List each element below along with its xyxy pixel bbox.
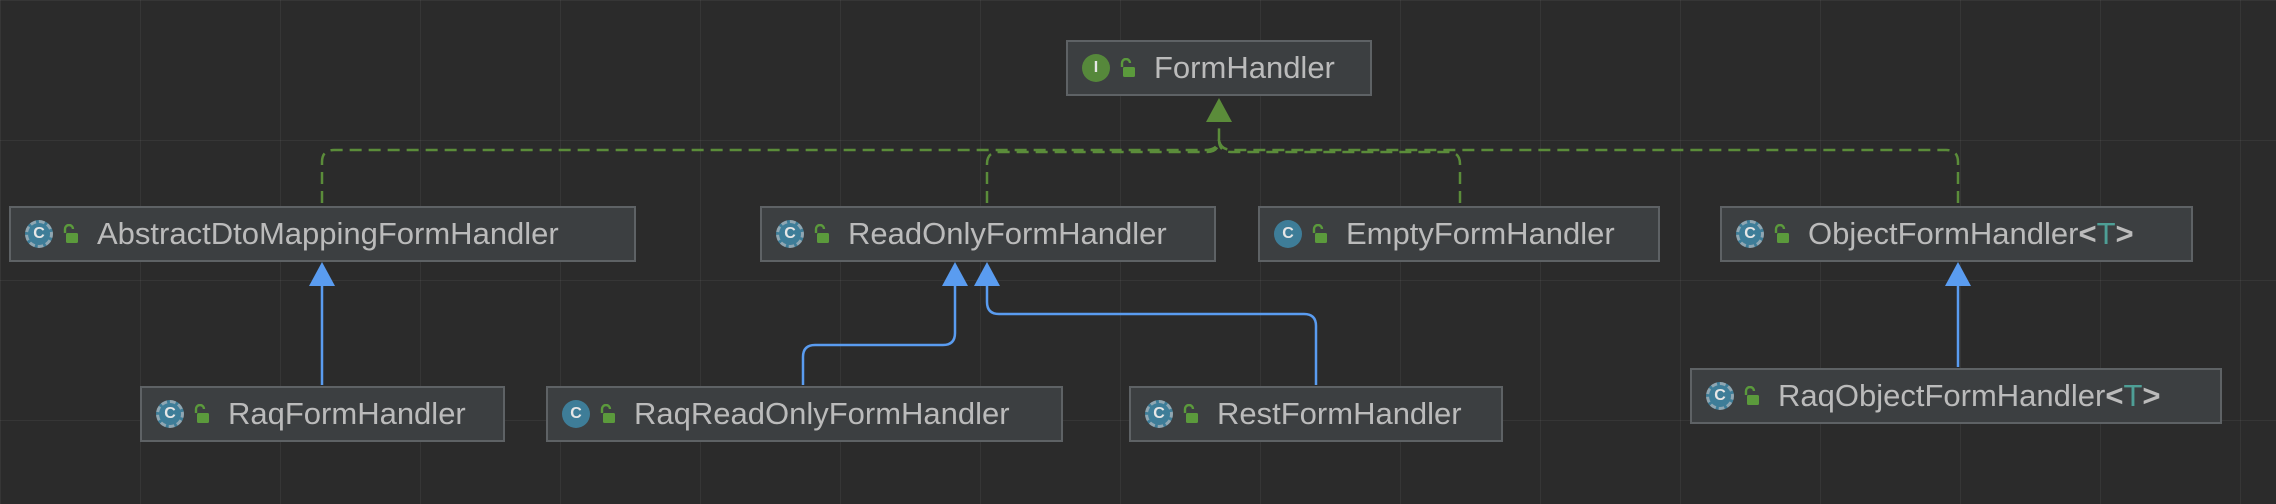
edge-empty-implements-form-handler	[1217, 139, 1462, 203]
generic-open-bracket: <	[2105, 378, 2124, 413]
node-label: AbstractDtoMappingFormHandler	[97, 216, 559, 251]
generic-close-bracket: >	[2142, 378, 2161, 413]
node-form-handler[interactable]: I FormHandler	[1066, 40, 1372, 96]
unlocked-padlock-icon	[1744, 386, 1759, 405]
extends-arrowhead-object	[1945, 262, 1971, 286]
abstract-class-icon: C	[776, 220, 804, 248]
unlocked-padlock-icon	[63, 224, 78, 243]
unlocked-padlock-icon	[1183, 404, 1198, 423]
unlocked-padlock-icon	[1312, 224, 1327, 243]
node-label: ObjectFormHandler	[1808, 216, 2079, 251]
extends-arrowhead-read-only-right	[974, 262, 1000, 286]
edge-rest-extends-read-only	[985, 282, 1318, 385]
class-icon: C	[1274, 220, 1302, 248]
interface-icon: I	[1082, 54, 1110, 82]
node-abstract-dto-mapping-form-handler[interactable]: C AbstractDtoMappingFormHandler	[9, 206, 636, 262]
abstract-class-icon: C	[1145, 400, 1173, 428]
node-read-only-form-handler[interactable]: C ReadOnlyFormHandler	[760, 206, 1216, 262]
extends-arrowhead-read-only-left	[942, 262, 968, 286]
node-label: FormHandler	[1154, 50, 1335, 85]
unlocked-padlock-icon	[814, 224, 829, 243]
unlocked-padlock-icon	[1120, 58, 1135, 77]
node-raq-object-form-handler[interactable]: C RaqObjectFormHandler<T>	[1690, 368, 2222, 424]
class-icon: C	[562, 400, 590, 428]
node-label: RaqReadOnlyFormHandler	[634, 396, 1010, 431]
node-raq-form-handler[interactable]: C RaqFormHandler	[140, 386, 505, 442]
unlocked-padlock-icon	[194, 404, 209, 423]
edge-read-only-implements-form-handler	[985, 139, 1221, 203]
abstract-class-icon: C	[156, 400, 184, 428]
node-label: RaqFormHandler	[228, 396, 466, 431]
extends-arrowhead-abstract-dto	[309, 262, 335, 286]
type-parameter: T	[2096, 216, 2116, 251]
abstract-class-icon: C	[25, 220, 53, 248]
edge-abstract-dto-implements-form-handler	[320, 104, 1221, 203]
node-label: RestFormHandler	[1217, 396, 1462, 431]
node-raq-read-only-form-handler[interactable]: C RaqReadOnlyFormHandler	[546, 386, 1063, 442]
abstract-class-icon: C	[1736, 220, 1764, 248]
node-label: EmptyFormHandler	[1346, 216, 1615, 251]
generic-close-bracket: >	[2115, 216, 2134, 251]
node-rest-form-handler[interactable]: C RestFormHandler	[1129, 386, 1503, 442]
type-parameter: T	[2123, 378, 2143, 413]
generic-open-bracket: <	[2078, 216, 2097, 251]
node-label: RaqObjectFormHandler	[1778, 378, 2106, 413]
unlocked-padlock-icon	[600, 404, 615, 423]
node-label: ReadOnlyFormHandler	[848, 216, 1167, 251]
edge-raq-read-only-extends-read-only	[801, 282, 957, 385]
abstract-class-icon: C	[1706, 382, 1734, 410]
node-empty-form-handler[interactable]: C EmptyFormHandler	[1258, 206, 1660, 262]
edge-object-implements-form-handler	[1217, 137, 1960, 203]
unlocked-padlock-icon	[1774, 224, 1789, 243]
node-object-form-handler[interactable]: C ObjectFormHandler<T>	[1720, 206, 2193, 262]
implements-arrowhead	[1206, 98, 1232, 122]
